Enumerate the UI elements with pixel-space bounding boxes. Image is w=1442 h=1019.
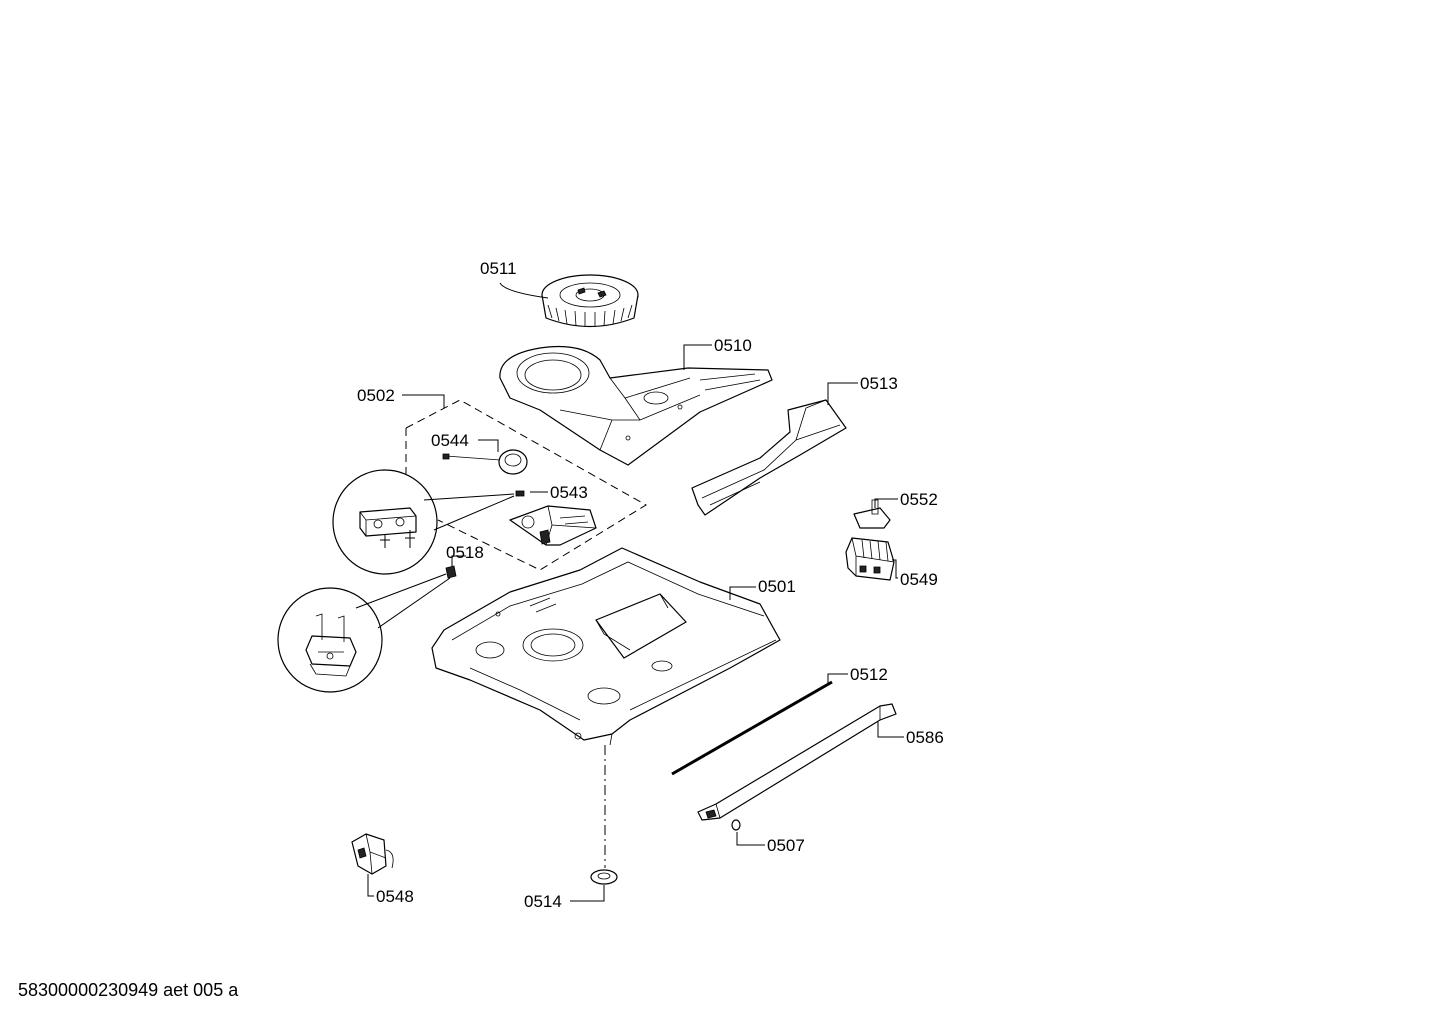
callout-0501: 0501 [729,577,796,600]
callout-0513: 0513 [827,374,898,405]
callout-label-0518: 0518 [446,543,484,562]
part-0518-thermostat[interactable] [445,565,457,579]
part-0586-rail[interactable] [697,703,897,821]
callout-label-0501: 0501 [758,577,796,596]
detail-view-0518 [277,573,451,693]
callout-0548: 0548 [367,874,414,906]
part-0549-terminal-block[interactable] [845,537,895,581]
callout-label-0511: 0511 [480,259,517,278]
callout-0512: 0512 [827,665,888,685]
callout-0549: 0549 [892,559,938,589]
callout-0518: 0518 [446,543,484,566]
callout-label-0552: 0552 [900,490,938,509]
callout-label-0514: 0514 [524,892,562,911]
callout-label-0548: 0548 [376,887,414,906]
callout-0507: 0507 [736,832,805,855]
callout-label-0502: 0502 [357,386,395,405]
callout-label-0513: 0513 [860,374,898,393]
callout-0511: 0511 [480,259,549,299]
part-0544-motor[interactable] [442,449,528,475]
callout-0544: 0544 [431,431,499,452]
part-motor-bracket[interactable] [509,505,597,546]
callout-0543: 0543 [530,483,588,502]
part-0512-rod[interactable] [671,679,833,776]
callout-0510: 0510 [683,336,752,370]
callout-label-0586: 0586 [906,728,944,747]
part-0510-fan-housing[interactable] [499,345,773,466]
callout-label-0510: 0510 [714,336,752,355]
part-0548-door-lock[interactable] [351,833,394,875]
callout-0552: 0552 [874,490,938,509]
part-0552-connector-top[interactable] [853,499,891,529]
callout-0502: 0502 [357,386,445,408]
callout-label-0507: 0507 [767,836,805,855]
callout-label-0543: 0543 [550,483,588,502]
callout-label-0549: 0549 [900,570,938,589]
part-0513-air-duct[interactable] [691,399,847,516]
part-0514-grommet[interactable] [590,745,618,885]
group-0502-motor-assembly [405,399,647,571]
callout-label-0544: 0544 [431,431,469,450]
detail-view-0543 [332,469,515,575]
drawing-reference-number: 58300000230949 aet 005 a [18,980,239,1000]
callout-0586: 0586 [877,722,944,747]
part-0511-fan-wheel[interactable] [541,274,639,328]
callout-label-0512: 0512 [850,665,888,684]
part-0507-ring[interactable] [731,819,741,831]
part-0501-base-frame[interactable] [431,547,781,746]
callout-0514: 0514 [524,885,605,911]
part-0543-clip[interactable] [515,490,525,497]
